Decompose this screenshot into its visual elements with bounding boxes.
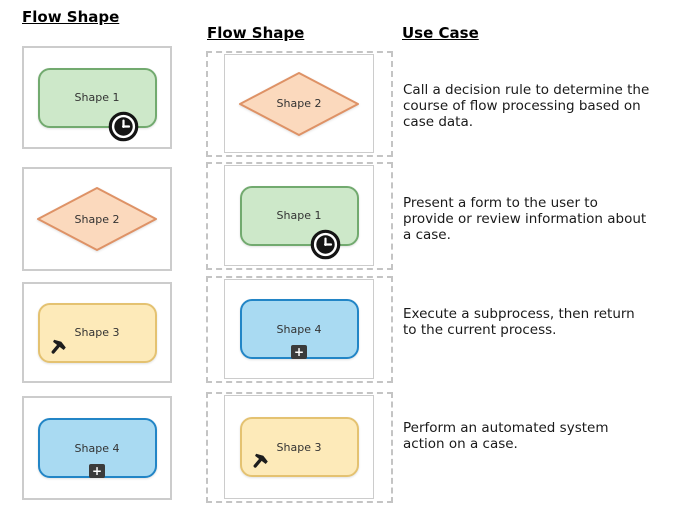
- use-case-column-header: Use Case: [402, 24, 479, 42]
- flow-shape-4[interactable]: Shape 4 +: [239, 299, 359, 359]
- drop-target-3-slot: Shape 4 +: [224, 279, 374, 379]
- shape-tile-3[interactable]: Shape 3: [22, 282, 172, 383]
- flow-shape-3[interactable]: Shape 3: [37, 302, 157, 363]
- flow-shape-1[interactable]: Shape 1: [37, 67, 157, 141]
- flow-shape-2[interactable]: Shape 2: [35, 186, 159, 252]
- drop-target-2-slot: Shape 1: [224, 165, 374, 266]
- use-case-text-3: Execute a subprocess, then return to the…: [403, 306, 635, 338]
- shape-4-label: Shape 4: [276, 322, 322, 336]
- use-case-text-2: Present a form to the user to provide or…: [403, 195, 647, 243]
- shape-3-label: Shape 3: [276, 440, 322, 454]
- use-case-text-1: Call a decision rule to determine the co…: [403, 82, 650, 130]
- drop-target-1-slot: Shape 2: [224, 54, 374, 153]
- clock-icon: [108, 111, 139, 142]
- flow-shape-1[interactable]: Shape 1: [239, 185, 359, 259]
- shape-4-label: Shape 4: [74, 441, 120, 455]
- flow-shape-4[interactable]: Shape 4 +: [37, 418, 157, 478]
- drop-target-3[interactable]: Shape 4 +: [206, 276, 393, 383]
- plus-icon: +: [89, 464, 105, 478]
- drop-target-2[interactable]: Shape 1: [206, 162, 393, 270]
- shape-1-label: Shape 1: [276, 209, 322, 222]
- clock-icon: [310, 229, 341, 260]
- shape-1-label: Shape 1: [74, 91, 120, 104]
- drop-target-4[interactable]: Shape 3: [206, 392, 393, 503]
- middle-column-header: Flow Shape: [207, 24, 305, 42]
- shape-2-label: Shape 2: [276, 97, 322, 110]
- left-column-header: Flow Shape: [22, 8, 120, 26]
- hammer-icon: [48, 338, 67, 356]
- hammer-icon: [250, 452, 269, 470]
- shape-2-label: Shape 2: [74, 212, 120, 226]
- use-case-text-4: Perform an automated system action on a …: [403, 420, 609, 452]
- flow-shape-3[interactable]: Shape 3: [239, 417, 359, 477]
- plus-icon: +: [291, 345, 307, 359]
- shape-tile-4[interactable]: Shape 4 +: [22, 396, 172, 500]
- shape-tile-2[interactable]: Shape 2: [22, 167, 172, 271]
- shape-3-label: Shape 3: [74, 326, 120, 339]
- drop-target-1[interactable]: Shape 2: [206, 51, 393, 157]
- flow-shape-2[interactable]: Shape 2: [237, 71, 361, 137]
- drop-target-4-slot: Shape 3: [224, 395, 374, 499]
- shape-tile-1[interactable]: Shape 1: [22, 46, 172, 149]
